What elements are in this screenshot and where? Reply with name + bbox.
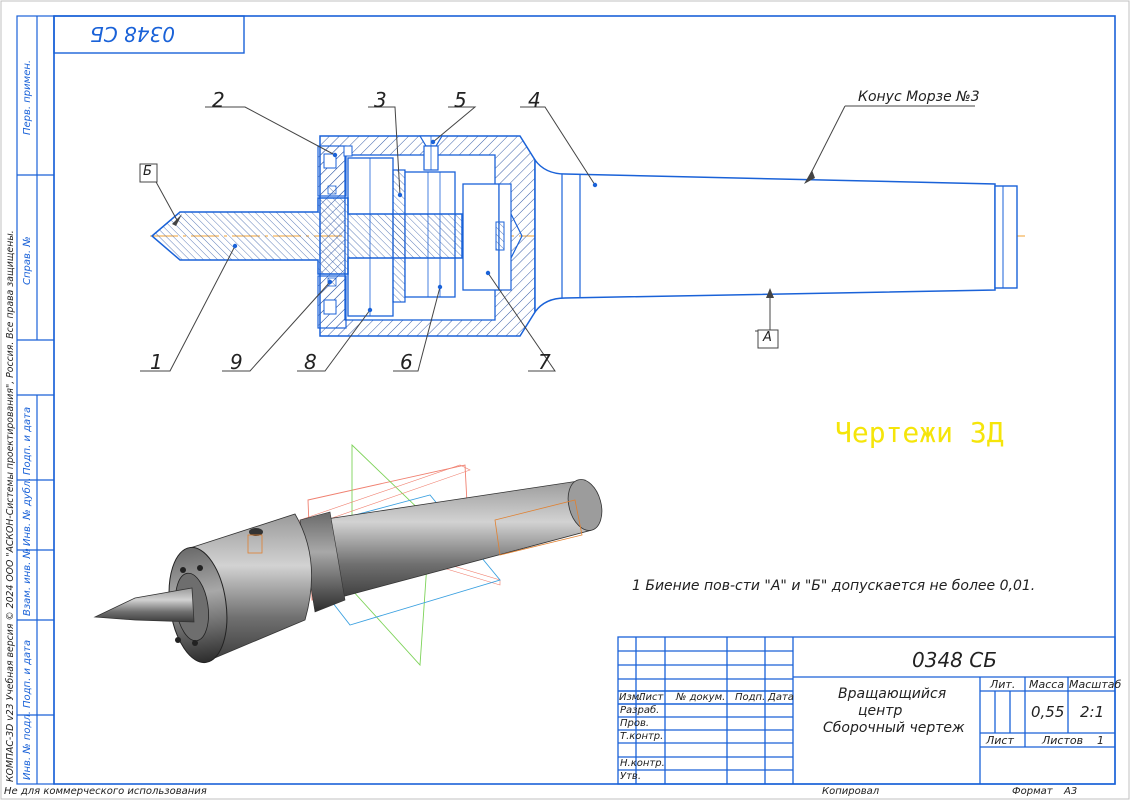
callout-7: 7 bbox=[538, 350, 551, 374]
base-mark-b: Б bbox=[143, 164, 152, 179]
row-razrab: Разраб. bbox=[620, 705, 660, 716]
top-stamp-box bbox=[53, 15, 245, 54]
header-izm: Изм. bbox=[619, 692, 643, 703]
lit-label: Лит. bbox=[990, 678, 1016, 691]
sheet-label: Лист bbox=[986, 734, 1014, 747]
iso-view bbox=[93, 443, 603, 667]
label-inv-podl: Инв. № подл. bbox=[22, 711, 33, 780]
scale-label: Масштаб bbox=[1069, 678, 1122, 691]
watermark: Чертежи 3Д bbox=[835, 416, 1004, 449]
sheets-value: 1 bbox=[1097, 734, 1104, 747]
designation: 0348 СБ bbox=[912, 648, 997, 672]
label-vzam-inv: Взам. инв. № bbox=[22, 548, 33, 616]
row-utv: Утв. bbox=[620, 771, 641, 782]
name-line3: Сборочный чертеж bbox=[823, 720, 965, 736]
label-podp-data-1: Подп. и дата bbox=[22, 406, 33, 475]
morse-label: Конус Морзе №3 bbox=[858, 89, 980, 105]
label-inv-dubl: Инв. № дубл. bbox=[22, 477, 33, 546]
callout-3: 3 bbox=[374, 88, 387, 112]
label-perv-primen: Перв. примен. bbox=[22, 59, 33, 135]
leader-lines bbox=[140, 105, 975, 372]
header-doc: № докум. bbox=[676, 692, 726, 703]
kompas-copyright: КОМПАС-3D v23 Учебная версия © 2024 ООО … bbox=[5, 230, 16, 783]
tech-note: 1 Биение пов-сти "А" и "Б" допускается н… bbox=[632, 578, 1036, 594]
section-view bbox=[150, 135, 1025, 337]
callout-2: 2 bbox=[212, 88, 225, 112]
row-tkontr: Т.контр. bbox=[620, 731, 664, 742]
callout-4: 4 bbox=[528, 88, 541, 112]
name-line2: центр bbox=[858, 703, 903, 719]
row-nkontr: Н.контр. bbox=[620, 758, 665, 769]
mass-value: 0,55 bbox=[1031, 703, 1065, 721]
callout-8: 8 bbox=[304, 350, 317, 374]
header-podp: Подп. bbox=[735, 692, 766, 703]
header-data: Дата bbox=[768, 692, 794, 703]
format-value: А3 bbox=[1064, 786, 1078, 797]
label-sprav-no: Справ. № bbox=[22, 236, 33, 285]
morse-taper bbox=[534, 157, 996, 315]
callout-1: 1 bbox=[150, 350, 163, 374]
base-mark-a: А bbox=[763, 330, 772, 345]
label-podp-data-2: Подп. и дата bbox=[22, 639, 33, 708]
top-stamp-text: 0348 СБ bbox=[90, 22, 175, 46]
sheets-label: Листов bbox=[1042, 734, 1084, 747]
left-margin bbox=[16, 15, 55, 785]
scale-value: 2:1 bbox=[1080, 703, 1105, 721]
spindle bbox=[150, 197, 463, 275]
mass-label: Масса bbox=[1029, 678, 1065, 691]
name-line1: Вращающийся bbox=[838, 686, 947, 702]
callout-9: 9 bbox=[230, 350, 243, 374]
leader-dots bbox=[232, 139, 598, 313]
title-block-grid bbox=[617, 636, 1116, 785]
copied-label: Копировал bbox=[822, 786, 880, 797]
row-prov: Пров. bbox=[620, 718, 650, 729]
callout-6: 6 bbox=[400, 350, 413, 374]
header-list: Лист bbox=[638, 692, 664, 703]
callout-5: 5 bbox=[454, 88, 467, 112]
format-label: Формат bbox=[1012, 786, 1053, 797]
noncommercial: Не для коммерческого использования bbox=[4, 786, 207, 797]
